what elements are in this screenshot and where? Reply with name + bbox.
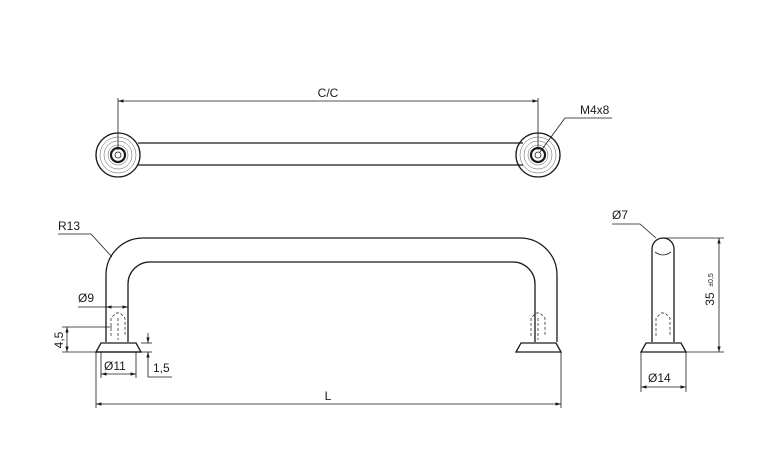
base-dia-label: Ø11	[104, 359, 126, 373]
thk-label: 1,5	[153, 361, 170, 375]
thread-label: M4x8	[580, 103, 610, 117]
radius-label: R13	[58, 219, 80, 233]
foot-dia-label: Ø14	[648, 371, 671, 385]
side-post-tip-arc	[654, 251, 672, 256]
top-view: C/C M4x8	[95, 86, 612, 178]
front-view: R13 Ø9 4,5 Ø11 1,5 L	[52, 219, 563, 408]
left-foot	[94, 312, 143, 353]
rod-dia-label: Ø9	[78, 291, 94, 305]
radius-leader	[58, 233, 113, 258]
handle-inner-profile	[127, 261, 536, 342]
height-tolerance-label: ±0,5	[708, 273, 715, 287]
side-hidden-thread	[655, 312, 671, 336]
thread-leader	[539, 117, 612, 153]
length-label: L	[325, 389, 332, 403]
top-view-bar	[138, 142, 523, 166]
side-foot	[639, 342, 688, 353]
thk-leader	[147, 362, 172, 378]
tip-dia-label: Ø7	[612, 208, 628, 222]
right-foot	[514, 312, 563, 353]
step-label: 4,5	[52, 331, 66, 348]
cc-label: C/C	[318, 86, 339, 100]
tip-dia-leader	[612, 223, 657, 239]
handle-outer-profile	[105, 237, 558, 342]
side-post	[651, 237, 675, 342]
side-view: Ø7 35 ±0,5 Ø14	[612, 208, 724, 392]
height-label: 35	[703, 292, 717, 306]
